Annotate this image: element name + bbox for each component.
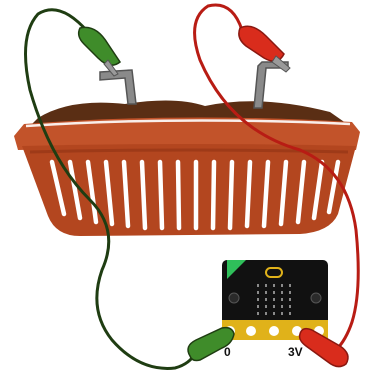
button-b (311, 293, 321, 303)
pot-body (22, 144, 356, 236)
green-clip-top (79, 27, 120, 76)
button-a (229, 293, 239, 303)
nail-probe-left (100, 70, 136, 104)
pin-3v-label: 3V (288, 345, 303, 359)
